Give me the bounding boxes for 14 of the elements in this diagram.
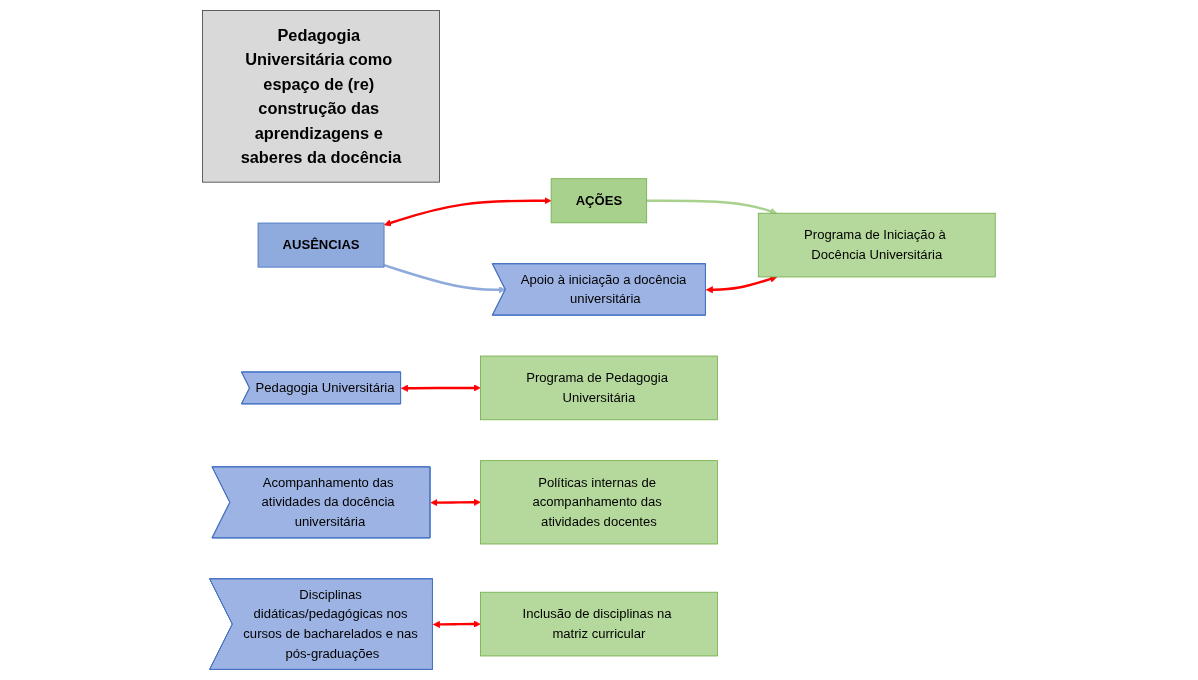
arrow	[433, 620, 481, 628]
node-box: AUSÊNCIAS	[257, 222, 385, 268]
node-box: Inclusão de disciplinas na matriz curricular	[480, 591, 718, 657]
node-box: Programa de Iniciação à Docência Universitária	[757, 212, 996, 278]
node-box: Políticas internas de acompanhamento das atividades docentes	[480, 460, 718, 545]
arrow	[646, 199, 778, 215]
node-box: AÇÕES	[550, 178, 648, 224]
arrow	[384, 197, 552, 227]
node-box: Programa de Pedagogia Universitária	[480, 355, 718, 421]
arrow	[401, 384, 481, 392]
arrow	[430, 498, 481, 507]
node-box: Pedagogia Universitária como espaço de (re) construção das aprendizagens e saberes da docência	[202, 10, 441, 183]
arrow	[705, 275, 778, 294]
arrow	[383, 264, 507, 294]
